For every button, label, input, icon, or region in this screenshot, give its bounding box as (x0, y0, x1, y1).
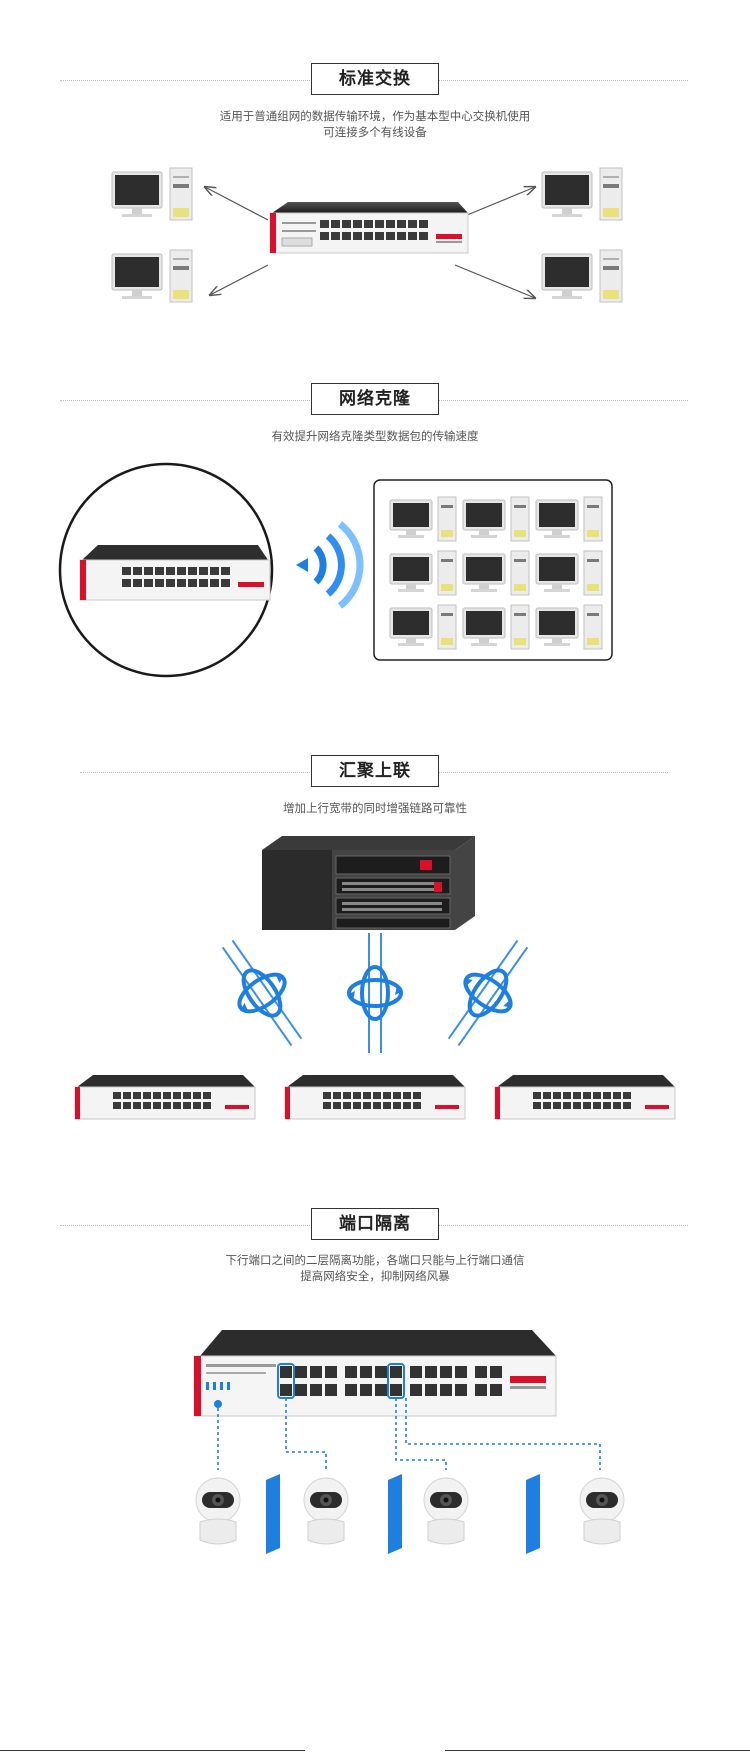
section-description: 下行端口之间的二层隔离功能，各端口只能与上行端口通信 提高网络安全，抑制网络风暴 (0, 1252, 750, 1284)
section-description: 有效提升网络克隆类型数据包的传输速度 (0, 428, 750, 444)
network-switch (269, 202, 469, 254)
isolation-switch (193, 1330, 557, 1417)
isolation-barrier (266, 1474, 540, 1554)
header-divider-right (438, 400, 688, 401)
header-divider-left (60, 400, 310, 401)
network-clone-diagram (58, 462, 613, 678)
pc-icon (111, 167, 193, 221)
access-switch (494, 1074, 676, 1120)
section-header-aggregation-uplink: 汇聚上联 (0, 755, 750, 789)
description-line-2: 提高网络安全，抑制网络风暴 (300, 1269, 450, 1283)
pc-icon (541, 167, 623, 221)
section-description: 增加上行宽带的同时增强链路可靠性 (0, 800, 750, 816)
aggregation-uplink-diagram (74, 836, 676, 1120)
header-divider-left (60, 1225, 310, 1226)
section-title: 汇聚上联 (311, 755, 439, 787)
security-camera-icon (423, 1477, 469, 1545)
section-title: 网络克隆 (311, 383, 439, 415)
section-title: 端口隔离 (311, 1208, 439, 1240)
access-switch (74, 1074, 256, 1120)
description-line-1: 下行端口之间的二层隔离功能，各端口只能与上行端口通信 (225, 1253, 525, 1267)
pc-icon (111, 249, 193, 303)
switch-magnifier (58, 462, 274, 678)
connection-arrow (205, 187, 269, 221)
footer-divider-left (0, 1750, 305, 1751)
pc-icon (541, 249, 623, 303)
wireless-signal-icon (296, 521, 364, 609)
header-divider-right (438, 1225, 688, 1226)
section-header-network-clone: 网络克隆 (0, 383, 750, 417)
description-line-1: 增加上行宽带的同时增强链路可靠性 (283, 801, 467, 815)
link-aggregation-icon (428, 925, 548, 1061)
section-description: 适用于普通组网的数据传输环境，作为基本型中心交换机使用 可连接多个有线设备 (0, 108, 750, 140)
security-camera-icon (579, 1477, 625, 1545)
section-title: 标准交换 (311, 63, 439, 95)
header-divider-left (60, 80, 310, 81)
description-line-2: 可连接多个有线设备 (323, 125, 427, 139)
dotted-link (217, 1398, 601, 1470)
connection-arrow (454, 264, 535, 298)
link-aggregation-icon (202, 925, 322, 1061)
core-chassis-switch (262, 836, 475, 930)
standard-switching-diagram (111, 167, 623, 303)
port-isolation-diagram (193, 1330, 625, 1554)
access-switch (284, 1074, 466, 1120)
link-aggregation-icon (345, 931, 405, 1055)
description-line-1: 有效提升网络克隆类型数据包的传输速度 (271, 429, 479, 443)
footer-divider-right (445, 1750, 750, 1751)
security-camera-icon (303, 1477, 349, 1545)
section-header-port-isolation: 端口隔离 (0, 1208, 750, 1242)
header-divider-right (438, 772, 668, 773)
security-camera-icon (195, 1477, 241, 1545)
connection-arrow (210, 264, 269, 295)
section-header-standard-switching: 标准交换 (0, 63, 750, 97)
description-line-1: 适用于普通组网的数据传输环境，作为基本型中心交换机使用 (219, 109, 531, 123)
header-divider-right (438, 80, 688, 81)
pc-group-panel (373, 479, 613, 661)
header-divider-left (80, 772, 310, 773)
